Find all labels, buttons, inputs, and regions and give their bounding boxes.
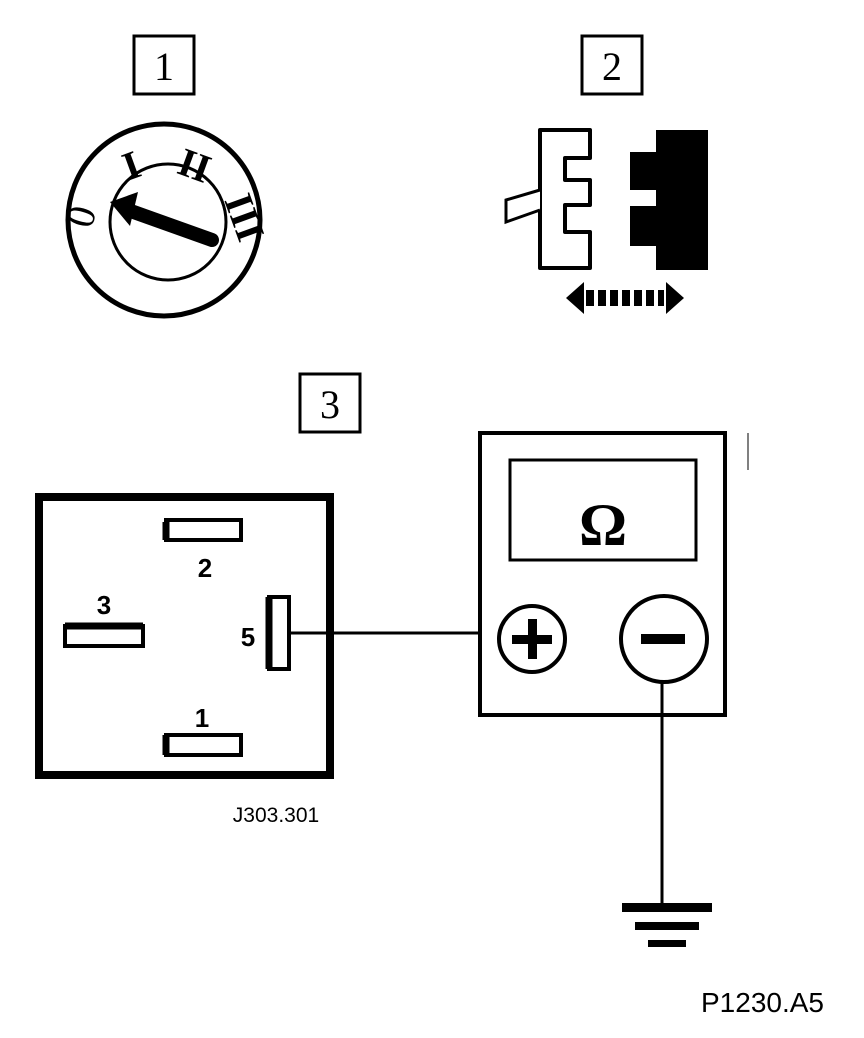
ignition-switch-icon: 0 I II III (57, 121, 274, 319)
pin-1-label: 1 (195, 703, 209, 733)
ohm-symbol: Ω (579, 492, 627, 558)
step-2-label: 2 (580, 34, 644, 96)
pin-1-slot (162, 733, 243, 757)
relay-socket: 2 3 5 1 (35, 493, 334, 779)
double-arrow-icon (566, 282, 684, 314)
step-2-text: 2 (602, 44, 622, 89)
pin-2-slot (162, 518, 243, 542)
step-3-label: 3 (298, 372, 362, 434)
plus-icon (512, 619, 552, 659)
relay-reference-label: J303.301 (233, 804, 319, 827)
ground-icon (622, 903, 712, 947)
pin-3-slot (63, 622, 145, 648)
pin-5-label: 5 (241, 622, 255, 652)
meter-display (508, 458, 698, 562)
ignition-pointer-arrow (110, 192, 219, 247)
step-1-text: 1 (154, 44, 174, 89)
pin-3-label: 3 (97, 590, 111, 620)
connector-disconnect-icon (504, 128, 708, 314)
pin-2-label: 2 (198, 553, 212, 583)
ohmmeter: Ω (478, 431, 727, 717)
pin-5-slot (265, 595, 291, 671)
figure-code-label: P1230.A5 (701, 987, 824, 1018)
step-3-text: 3 (320, 382, 340, 427)
step-1-label: 1 (132, 34, 196, 96)
minus-icon (641, 634, 685, 644)
